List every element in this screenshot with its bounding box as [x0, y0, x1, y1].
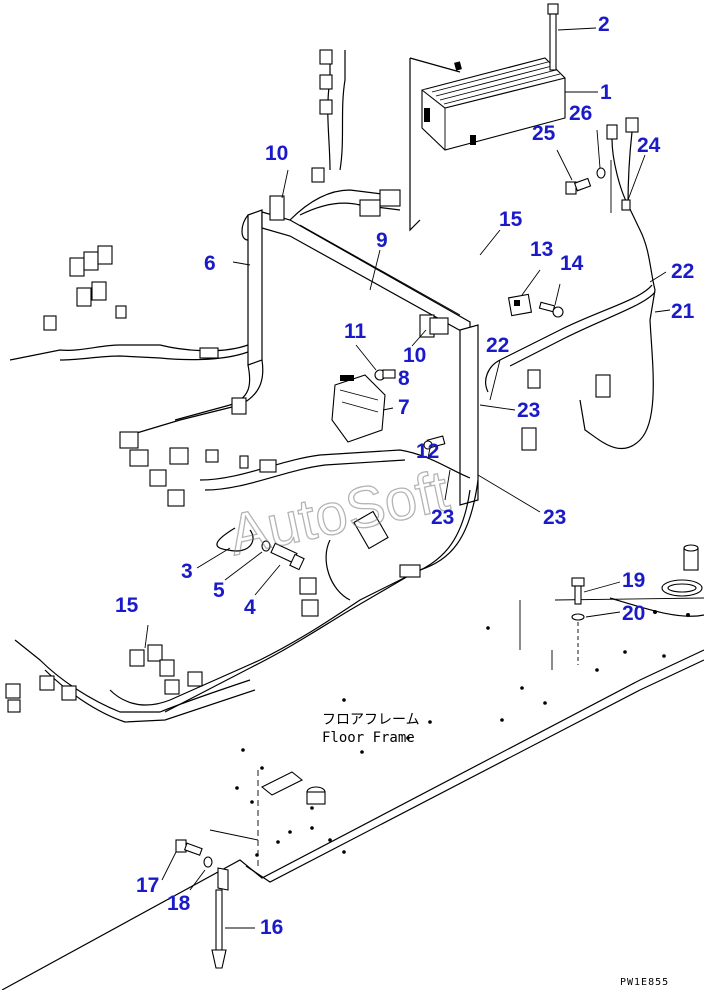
callout-16: 16 — [260, 916, 283, 939]
callout-15-top: 15 — [499, 208, 523, 231]
washer-18 — [203, 856, 213, 868]
bolt-2 — [547, 3, 559, 71]
callout-8: 8 — [398, 367, 410, 390]
callout-10-top: 10 — [265, 142, 288, 165]
harness-24 — [606, 117, 656, 321]
callout-14: 14 — [560, 252, 584, 275]
callout-7: 7 — [398, 396, 410, 419]
controller-unit — [421, 57, 566, 151]
floor-frame-label-jp: フロアフレーム — [322, 712, 420, 728]
callout-23-right: 23 — [517, 399, 540, 422]
callout-13: 13 — [530, 238, 553, 261]
floor-bracket — [260, 771, 304, 796]
spacer — [661, 544, 703, 597]
bolt-19 — [571, 577, 585, 605]
leader-lines — [144, 27, 671, 929]
ground-strap-16 — [211, 867, 229, 969]
callout-9: 9 — [376, 229, 388, 252]
callout-12: 12 — [416, 440, 439, 463]
callout-6: 6 — [204, 252, 216, 275]
controller-7 — [331, 374, 386, 443]
callout-10-mid: 10 — [403, 344, 426, 367]
relay-13 — [507, 293, 533, 317]
bolt-17 — [175, 839, 203, 856]
callout-15-bottom: 15 — [115, 594, 139, 617]
callouts: 2 1 26 25 24 10 9 6 15 13 14 22 21 11 22… — [115, 13, 695, 939]
bolt-12 — [423, 435, 446, 450]
callout-26: 26 — [569, 102, 592, 125]
floor-frame: フロアフレーム Floor Frame — [1, 597, 704, 990]
callout-11: 11 — [344, 320, 367, 343]
harness-21 — [485, 284, 656, 451]
callout-4: 4 — [244, 596, 256, 619]
callout-23-center: 23 — [431, 506, 454, 529]
callout-20: 20 — [622, 602, 645, 625]
callout-21: 21 — [671, 300, 695, 323]
floor-holes — [235, 610, 690, 857]
bolt-14 — [538, 301, 564, 318]
callout-3: 3 — [181, 560, 193, 583]
callout-2: 2 — [598, 13, 610, 36]
bolt-4 — [270, 542, 305, 571]
callout-1: 1 — [600, 81, 612, 104]
washer-5 — [261, 540, 271, 552]
callout-18: 18 — [167, 892, 191, 915]
callout-22-mid: 22 — [486, 334, 509, 357]
callout-23-lower: 23 — [543, 506, 566, 529]
watermark: AutoSoft — [223, 458, 454, 568]
relay-block-upper-left — [43, 245, 127, 331]
floor-grommet-body — [306, 791, 326, 805]
washer-26 — [596, 167, 606, 179]
callout-17: 17 — [136, 874, 159, 897]
bolt-11 — [374, 369, 396, 381]
callout-5: 5 — [213, 579, 225, 602]
drawing-code: PW1E855 — [620, 977, 669, 988]
callout-22-right: 22 — [671, 260, 694, 283]
washer-20 — [571, 613, 585, 621]
floor-frame-label-en: Floor Frame — [322, 730, 415, 746]
callout-24: 24 — [637, 134, 661, 157]
bolt-25 — [565, 177, 592, 195]
main-harness — [5, 49, 479, 723]
callout-25: 25 — [532, 122, 556, 145]
callout-19: 19 — [622, 569, 645, 592]
